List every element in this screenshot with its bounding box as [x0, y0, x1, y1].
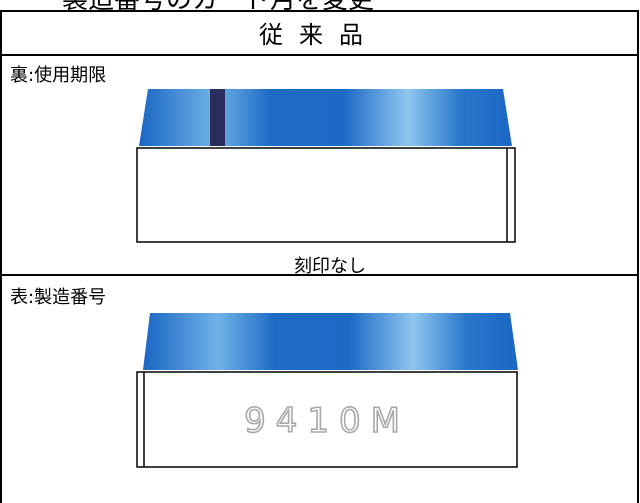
card-top-band-front [143, 313, 518, 370]
row-label-back: 裏:使用期限 [10, 65, 107, 86]
table-header: 従来品 [259, 21, 379, 49]
table-graphic [0, 10, 639, 503]
no-engraving-note: 刻印なし [294, 256, 366, 277]
table-border [0, 10, 639, 503]
card-face-back [136, 147, 516, 243]
row-label-front: 表:製造番号 [10, 287, 107, 308]
serial-number-engraving: 9410M [243, 400, 410, 442]
card-front-illustration [136, 313, 518, 468]
card-back-illustration [136, 89, 516, 243]
magnetic-stripe [210, 89, 225, 146]
comparison-table [0, 10, 640, 503]
card-face-front [136, 371, 518, 468]
serial-number-text: 9410M [244, 401, 410, 441]
card-top-band-back [139, 89, 512, 146]
